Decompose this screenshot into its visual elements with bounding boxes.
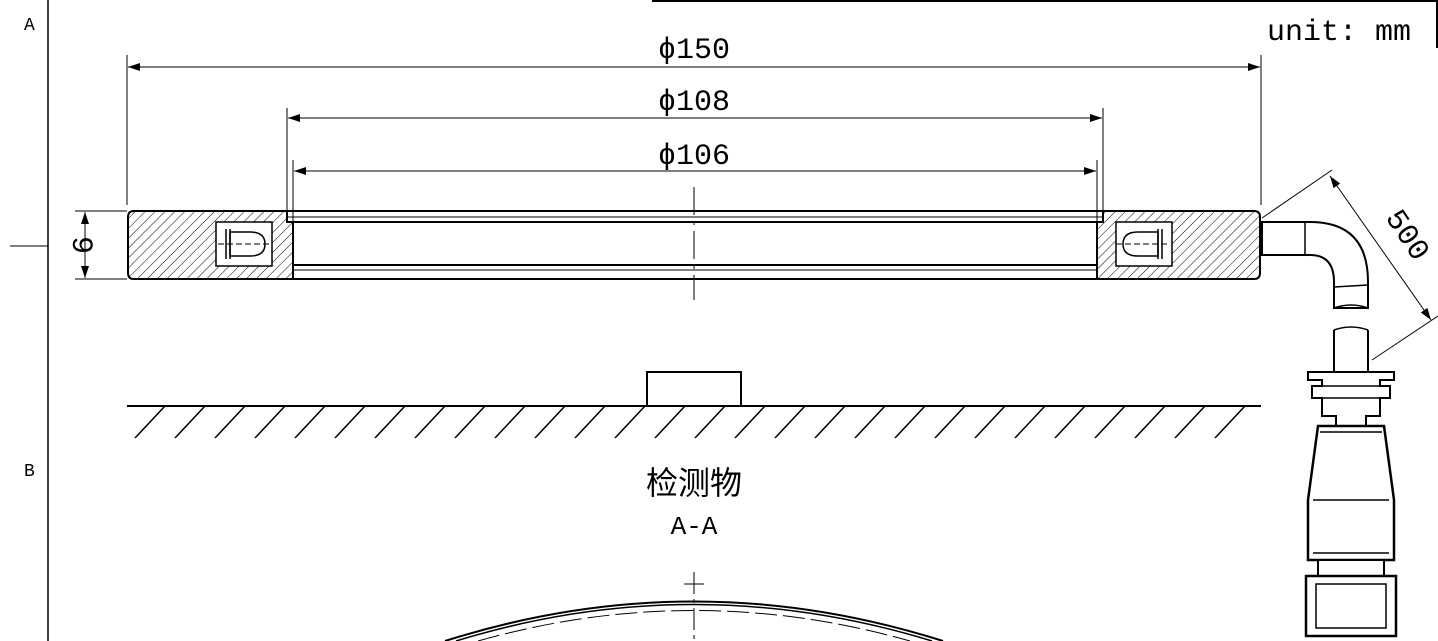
ground-hatch-stroke [574, 405, 606, 439]
zone-label-a: A [24, 16, 35, 36]
ground-hatch-stroke [174, 405, 206, 439]
dimension-outer-diameter: ϕ150 [126, 34, 1262, 205]
cable-lower [1333, 326, 1369, 372]
led-left-icon [215, 221, 273, 267]
ground-hatch-stroke [934, 405, 966, 439]
ground-hatch-stroke [614, 405, 646, 439]
ground-hatch [134, 405, 1246, 439]
dimension-height: 9 [63, 210, 127, 280]
ground-hatch-stroke [654, 405, 686, 439]
zone-label-b: B [24, 462, 35, 482]
ground-hatch-stroke [1054, 405, 1086, 439]
ground-hatch-stroke [414, 405, 446, 439]
ground-hatch-stroke [1174, 405, 1206, 439]
height-label: 9 [63, 236, 97, 254]
inner-diameter-label: ϕ106 [658, 140, 730, 174]
inspection-object [646, 371, 742, 407]
object-label: 检测物 [646, 464, 742, 502]
connector-icon [1304, 371, 1398, 638]
ground-hatch-stroke [694, 405, 726, 439]
outer-diameter-label: ϕ150 [658, 34, 730, 68]
led-right-icon [1115, 221, 1173, 267]
ground-hatch-stroke [1214, 405, 1246, 439]
ground-hatch-stroke [214, 405, 246, 439]
ground-hatch-stroke [334, 405, 366, 439]
ring-plan-view [444, 572, 944, 641]
ground-hatch-stroke [534, 405, 566, 439]
dimension-middle-diameter: ϕ108 [286, 86, 1104, 212]
cable-length-label: 500 [1377, 204, 1435, 268]
ground-hatch-stroke [254, 405, 286, 439]
ground-hatch-stroke [854, 405, 886, 439]
ground-hatch-stroke [494, 405, 526, 439]
cable-elbow [1261, 221, 1369, 309]
ground-hatch-stroke [1094, 405, 1126, 439]
ground-hatch-stroke [1014, 405, 1046, 439]
ground-hatch-stroke [134, 405, 166, 439]
ground-hatch-stroke [734, 405, 766, 439]
unit-label: unit: mm [1267, 16, 1411, 50]
ground-hatch-stroke [814, 405, 846, 439]
ground-hatch-stroke [294, 405, 326, 439]
middle-diameter-label: ϕ108 [658, 86, 730, 120]
ground-hatch-stroke [1134, 405, 1166, 439]
ground-hatch-stroke [454, 405, 486, 439]
section-label: A-A [671, 512, 718, 542]
ground-hatch-stroke [374, 405, 406, 439]
ground-hatch-stroke [894, 405, 926, 439]
dimension-inner-diameter: ϕ106 [292, 140, 1098, 272]
ground-hatch-stroke [774, 405, 806, 439]
ground-hatch-stroke [974, 405, 1006, 439]
